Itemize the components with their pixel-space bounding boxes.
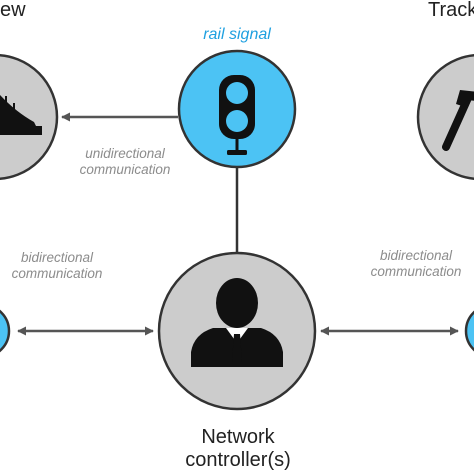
- traffic-light-icon: [219, 75, 255, 155]
- bidirectional-left-line2: communication: [11, 265, 103, 281]
- right-node-title: Track: [428, 0, 474, 21]
- rail-signal-node: [177, 49, 297, 169]
- bidirectional-right-caption: bidirectional communication: [371, 248, 462, 279]
- bidirectional-left-caption: bidirectional communication: [12, 250, 103, 281]
- left-blue-node: [0, 309, 11, 353]
- left-node: [0, 53, 59, 181]
- unidirectional-line2: communication: [79, 161, 171, 177]
- unidirectional-line1: unidirectional: [85, 146, 165, 161]
- unidirectional-caption: unidirectional communication: [80, 146, 171, 177]
- network-controller-node: [157, 251, 317, 411]
- bridge-icon: [0, 95, 42, 135]
- right-blue-node: [464, 310, 474, 352]
- right-node: [416, 54, 474, 180]
- rail-signal-title: rail signal: [203, 26, 271, 43]
- network-controller-title: Network controller(s): [185, 426, 291, 472]
- person-in-suit-icon: [191, 278, 283, 367]
- bidirectional-right-line2: communication: [370, 263, 462, 279]
- network-controller-title-line1: Network: [201, 426, 275, 448]
- bidirectional-left-line1: bidirectional: [20, 250, 94, 265]
- network-controller-title-line2: controller(s): [185, 449, 291, 471]
- bidirectional-right-line1: bidirectional: [379, 248, 453, 263]
- left-node-title: ew: [0, 0, 26, 21]
- tool-icon: [442, 90, 474, 151]
